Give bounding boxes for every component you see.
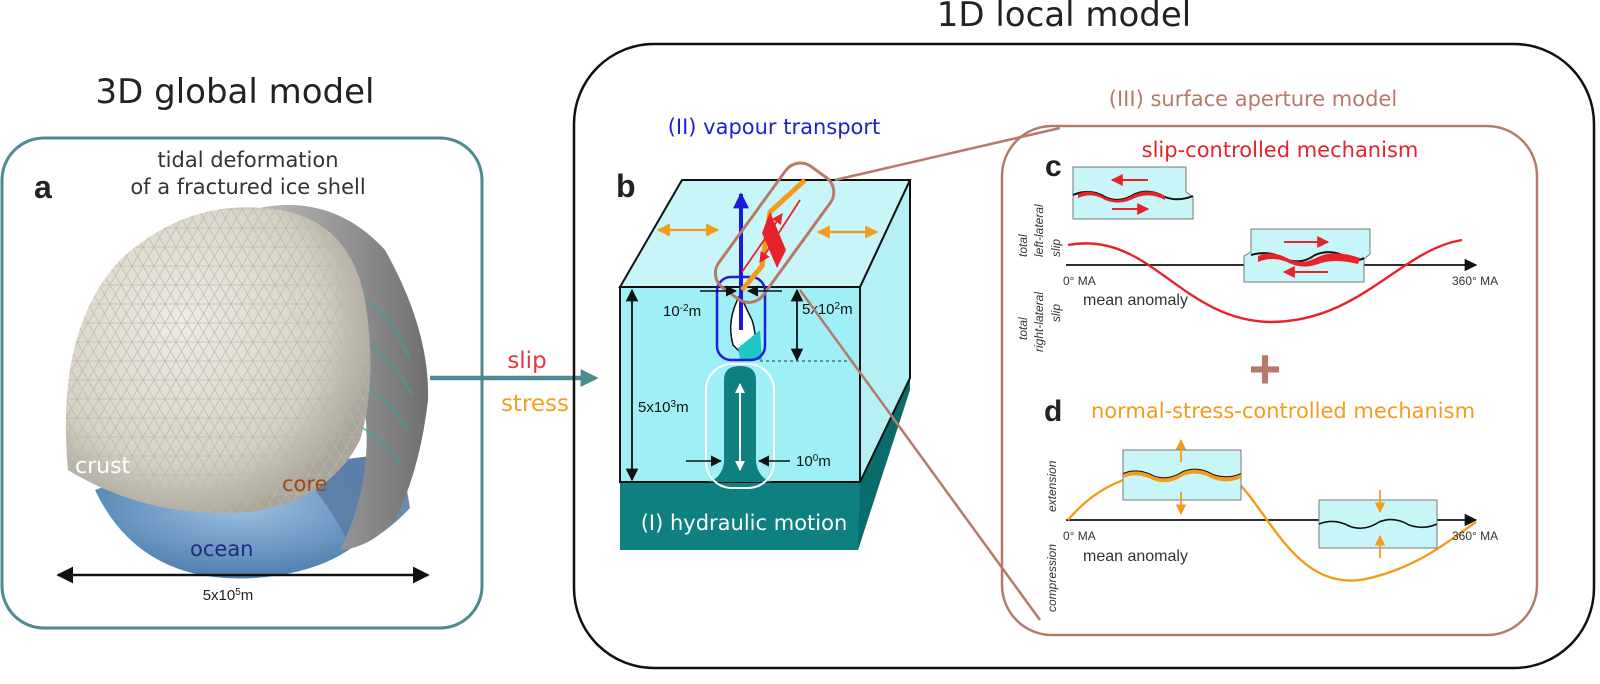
panel-letter-c: c: [1045, 150, 1062, 183]
left-lateral-inset: [1072, 166, 1194, 220]
slip-x-label: mean anomaly: [1083, 292, 1188, 309]
aperture-model-panel: [1000, 124, 1539, 637]
svg-text:total: total: [1016, 317, 1030, 340]
slip-arrow-down: [759, 199, 801, 263]
stress-coupling-label: stress: [501, 391, 569, 417]
dim-top-label: 10-2m: [663, 303, 701, 321]
plus-sign: +: [1249, 337, 1282, 400]
compression-inset: [1318, 490, 1438, 558]
global-model-title: 3D global model: [96, 72, 375, 112]
vapour-transport-label: (II) vapour transport: [668, 115, 881, 139]
ocean-label: ocean: [190, 537, 254, 561]
fractured-surface-shape: [250, 205, 429, 550]
aperture-model-title: (III) surface aperture model: [1109, 87, 1397, 111]
normal-y-label-top: extension: [1045, 460, 1059, 512]
svg-text:right-lateral: right-lateral: [1032, 292, 1046, 352]
slip-y-label-top: total left-lateral slip: [1016, 204, 1063, 257]
fracture-lines: [349, 299, 413, 466]
extension-inset: [1122, 438, 1242, 516]
local-model-panel: [572, 42, 1596, 670]
svg-text:left-lateral: left-lateral: [1032, 204, 1046, 257]
ocean-base-shape: [620, 378, 910, 550]
right-lateral-inset: [1243, 228, 1371, 283]
slip-x-start: 0° MA: [1063, 274, 1096, 288]
global-model-panel: [0, 136, 484, 630]
slip-x-end: 360° MA: [1452, 274, 1498, 288]
hydraulic-outline: [705, 363, 775, 489]
normal-x-label: mean anomaly: [1083, 548, 1188, 565]
slip-arrow-up: [741, 213, 783, 273]
crust-mesh: [65, 207, 371, 514]
crust-label: crust: [75, 454, 131, 479]
slip-curve: [1067, 238, 1463, 324]
local-model-title: 1D local model: [937, 0, 1192, 35]
hydraulic-motion-label: (I) hydraulic motion: [641, 511, 848, 535]
core-label: core: [282, 472, 328, 496]
slip-mechanism-title: slip-controlled mechanism: [1142, 138, 1419, 162]
aperture-connector-bottom: [798, 289, 1042, 621]
svg-text:slip: slip: [1049, 239, 1063, 257]
panel-letter-b: b: [616, 168, 636, 204]
global-caption-line1: tidal deformation: [157, 148, 338, 172]
panel-letter-d: d: [1044, 395, 1062, 428]
global-caption-line2: of a fractured ice shell: [130, 175, 365, 199]
normal-mechanism-title: normal-stress-controlled mechanism: [1091, 399, 1475, 423]
globe-illustration: [65, 205, 429, 579]
svg-text:total: total: [1016, 234, 1030, 257]
dim-width-label: 100m: [796, 453, 831, 471]
svg-text:slip: slip: [1049, 304, 1063, 322]
globe-scale-label: 5x105m: [203, 587, 254, 605]
normal-x-end: 360° MA: [1452, 529, 1498, 543]
panel-letter-a: a: [34, 169, 52, 205]
slip-coupling-label: slip: [507, 348, 546, 374]
dim-depth-label: 5x103m: [638, 399, 689, 417]
ice-block-illustration: [618, 161, 912, 550]
normal-x-start: 0° MA: [1063, 529, 1096, 543]
normal-y-label-bottom: compression: [1045, 544, 1059, 612]
slip-y-label-bottom: total right-lateral slip: [1016, 292, 1063, 352]
